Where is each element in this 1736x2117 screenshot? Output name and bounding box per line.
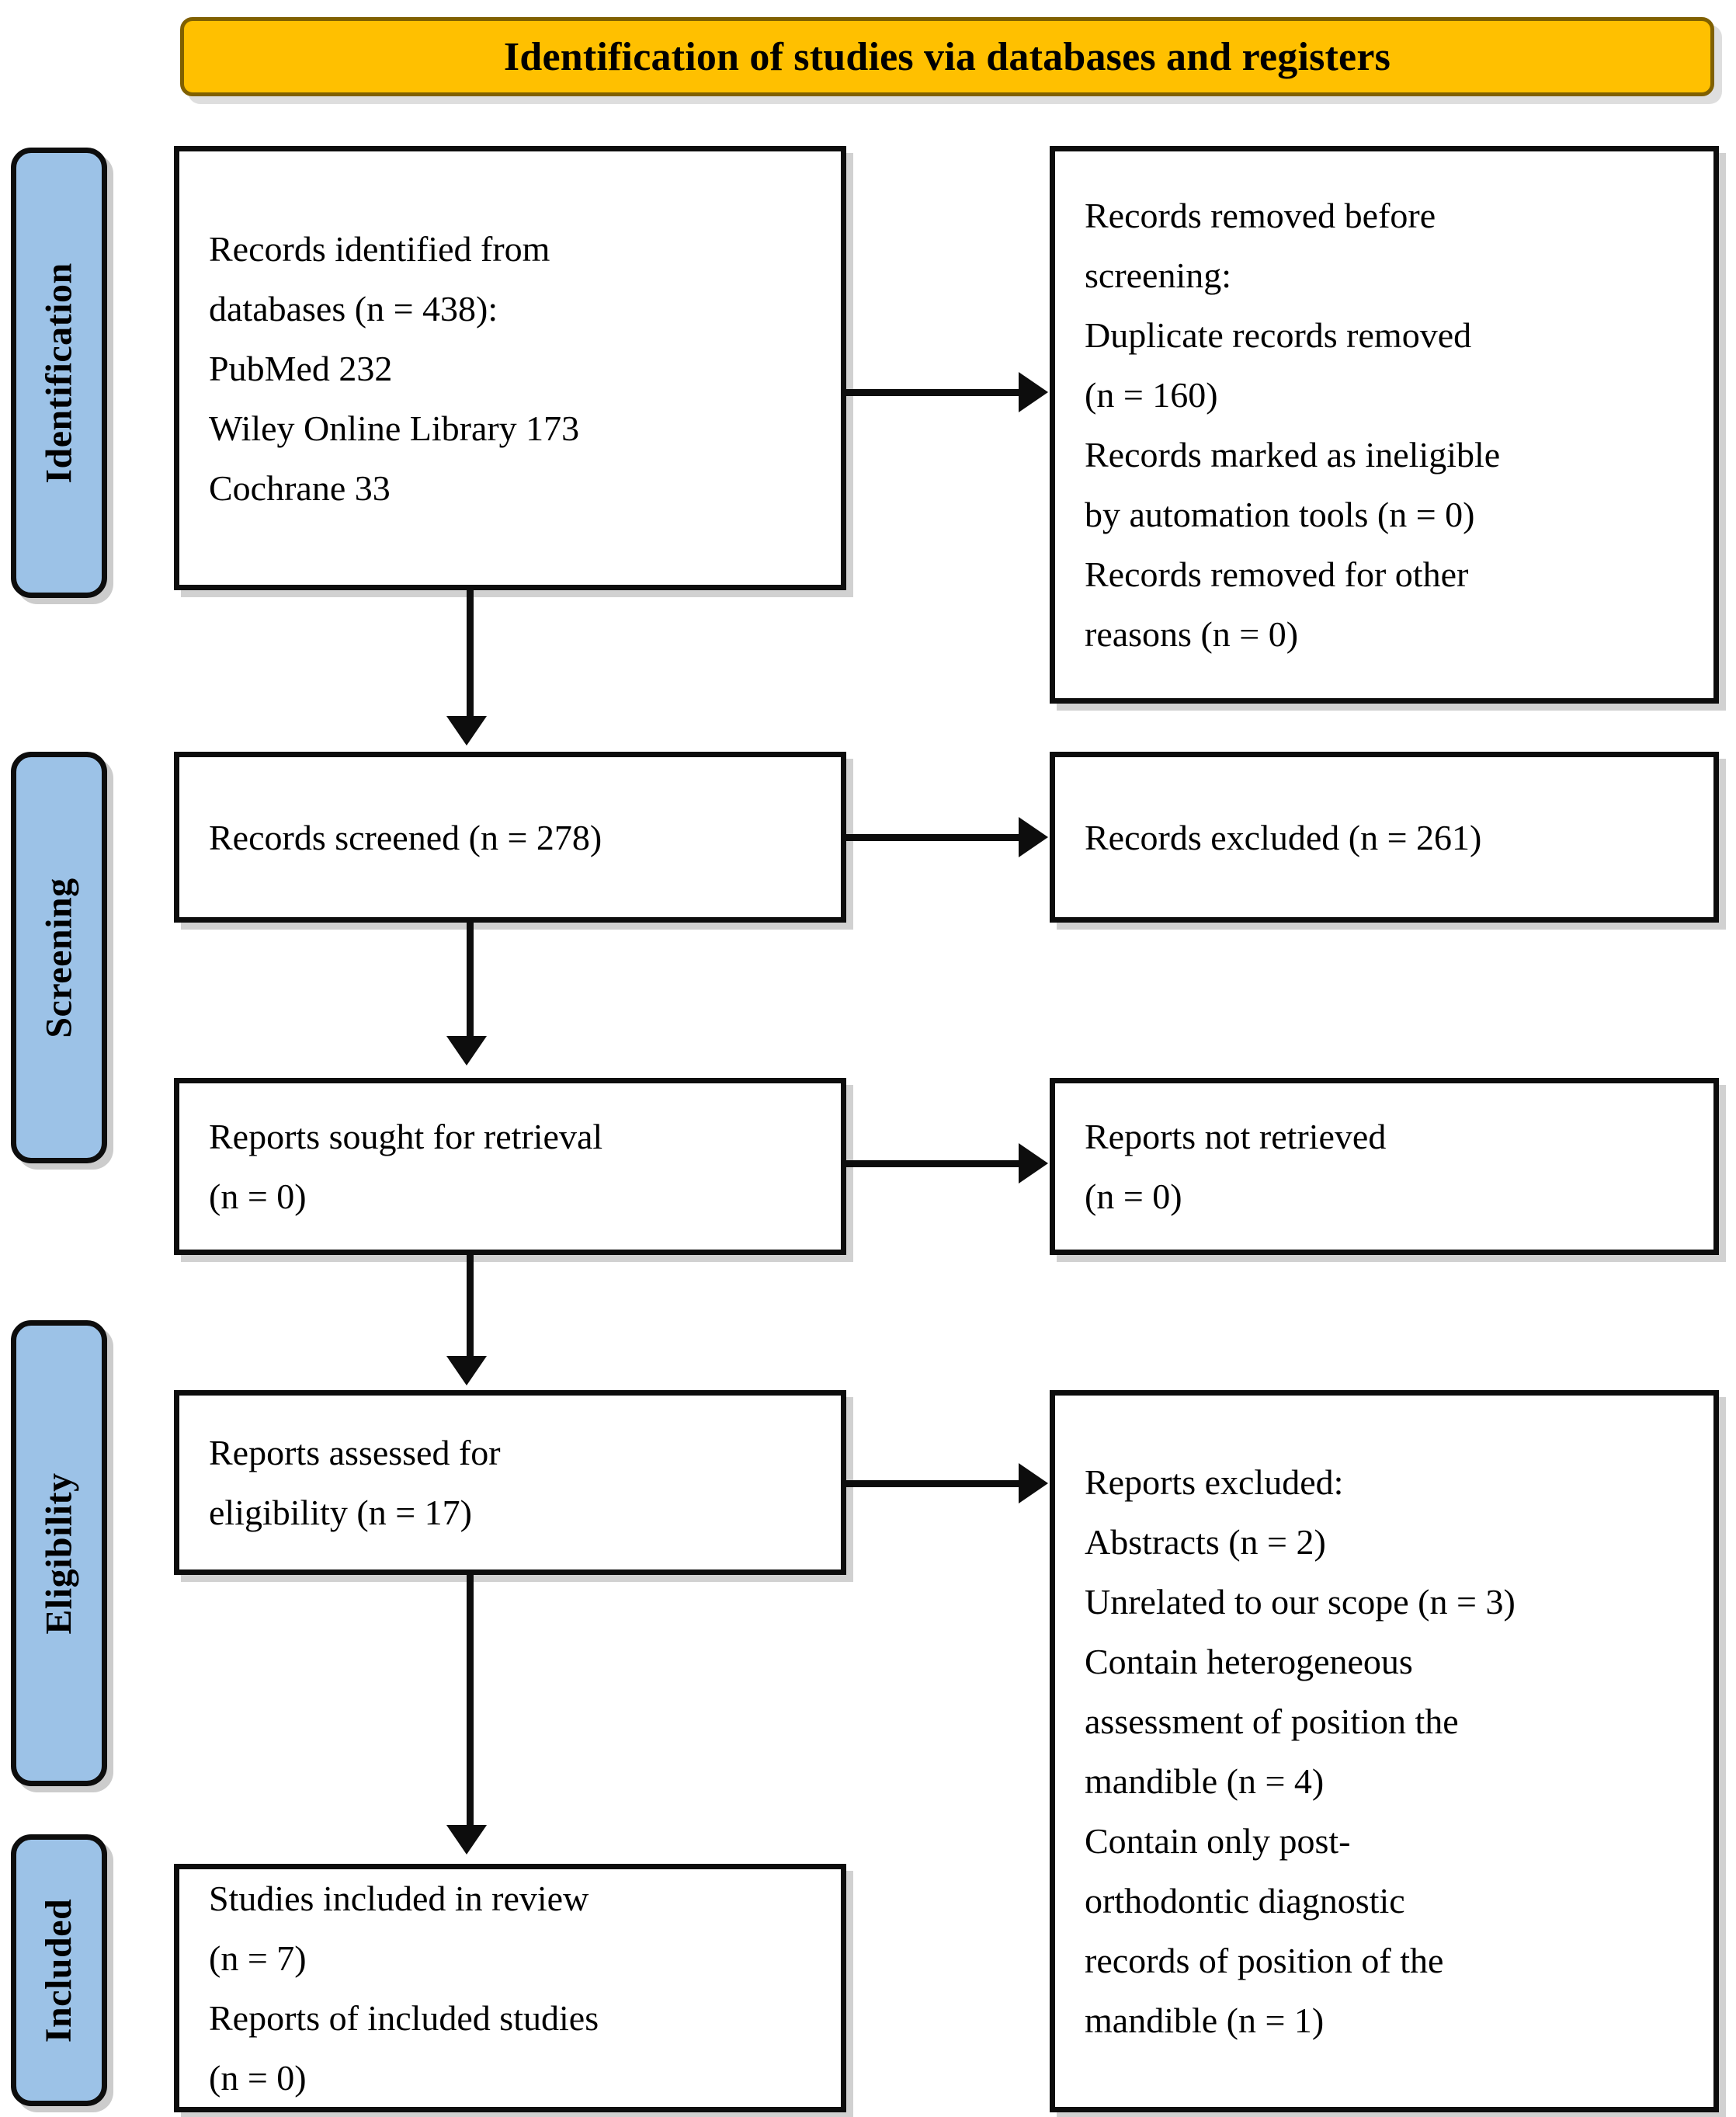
box-line: (n = 0) [209, 2058, 307, 2098]
box-line: Records screened (n = 278) [209, 817, 602, 857]
box-line: (n = 0) [209, 1177, 307, 1216]
box-line: Reports excluded: [1085, 1462, 1344, 1502]
box-line: Reports not retrieved [1085, 1117, 1387, 1156]
box-reports-not-retrieved: Reports not retrieved (n = 0) [1050, 1078, 1719, 1255]
box-line: records of position of the [1085, 1941, 1444, 1980]
box-line: Reports sought for retrieval [209, 1117, 603, 1156]
box-line: Reports assessed for [209, 1433, 501, 1472]
box-line: (n = 0) [1085, 1177, 1182, 1216]
box-line: Records removed for other [1085, 554, 1469, 594]
box-line: (n = 160) [1085, 375, 1218, 415]
arrow-down-icon [446, 1036, 487, 1065]
box-line: Records excluded (n = 261) [1085, 817, 1482, 857]
connector-screened-to-sought-line [467, 923, 474, 1041]
connector-screened-to-excluded-line [846, 834, 1025, 841]
box-line: Records marked as ineligible [1085, 435, 1501, 474]
arrow-right-icon [1019, 372, 1048, 412]
box-line: Duplicate records removed [1085, 315, 1472, 355]
stage-label-identification: Identification [11, 148, 107, 598]
box-reports-sought-for-retrieval: Reports sought for retrieval (n = 0) [174, 1078, 846, 1255]
box-line: Abstracts (n = 2) [1085, 1522, 1326, 1562]
box-line: mandible (n = 4) [1085, 1761, 1325, 1801]
arrow-right-icon [1019, 1143, 1048, 1184]
box-line: Contain only post- [1085, 1821, 1351, 1861]
stage-label-text: Eligibility [38, 1472, 80, 1635]
box-line: Unrelated to our scope (n = 3) [1085, 1582, 1516, 1622]
stage-label-screening: Screening [11, 752, 107, 1163]
connector-assessed-to-included-line [467, 1575, 474, 1830]
box-line: Records identified from [209, 228, 550, 269]
connector-assessed-to-excluded-reports-line [846, 1480, 1025, 1487]
box-reports-excluded: Reports excluded: Abstracts (n = 2) Unre… [1050, 1390, 1719, 2112]
box-line: eligibility (n = 17) [209, 1493, 472, 1532]
stage-label-text: Included [38, 1898, 80, 2042]
box-studies-included-in-review: Studies included in review (n = 7) Repor… [174, 1864, 846, 2112]
box-line: Cochrane 33 [209, 468, 391, 508]
stage-label-text: Screening [38, 877, 80, 1038]
connector-identified-to-removed-line [846, 389, 1025, 396]
box-line: Records removed before [1085, 196, 1436, 235]
box-records-removed-before-screening: Records removed before screening: Duplic… [1050, 146, 1719, 704]
box-line: mandible (n = 1) [1085, 2001, 1325, 2040]
arrow-down-icon [446, 716, 487, 746]
connector-sought-to-not-retrieved-line [846, 1160, 1025, 1167]
box-line: Studies included in review [209, 1879, 589, 1918]
box-line: Reports of included studies [209, 1998, 599, 2038]
connector-sought-to-assessed-line [467, 1255, 474, 1361]
page-title: Identification of studies via databases … [503, 34, 1391, 79]
box-records-excluded: Records excluded (n = 261) [1050, 752, 1719, 923]
stage-label-text: Identification [38, 262, 80, 484]
box-line: PubMed 232 [209, 348, 393, 388]
box-reports-assessed-for-eligibility: Reports assessed for eligibility (n = 17… [174, 1390, 846, 1575]
box-line: by automation tools (n = 0) [1085, 495, 1475, 534]
box-line: (n = 7) [209, 1938, 307, 1978]
arrow-right-icon [1019, 817, 1048, 857]
diagram-title-banner: Identification of studies via databases … [180, 17, 1714, 96]
arrow-down-icon [446, 1825, 487, 1855]
box-line: assessment of position the [1085, 1702, 1459, 1741]
arrow-right-icon [1019, 1463, 1048, 1503]
box-line: orthodontic diagnostic [1085, 1881, 1405, 1921]
box-records-screened: Records screened (n = 278) [174, 752, 846, 923]
box-line: screening: [1085, 255, 1232, 295]
arrow-down-icon [446, 1356, 487, 1385]
stage-label-included: Included [11, 1834, 107, 2106]
box-line: reasons (n = 0) [1085, 614, 1299, 654]
box-line: Contain heterogeneous [1085, 1642, 1413, 1681]
connector-identified-to-screened-line [467, 590, 474, 721]
box-records-identified: Records identified from databases (n = 4… [174, 146, 846, 590]
box-line: databases (n = 438): [209, 288, 498, 328]
box-line: Wiley Online Library 173 [209, 408, 580, 448]
stage-label-eligibility: Eligibility [11, 1320, 107, 1786]
